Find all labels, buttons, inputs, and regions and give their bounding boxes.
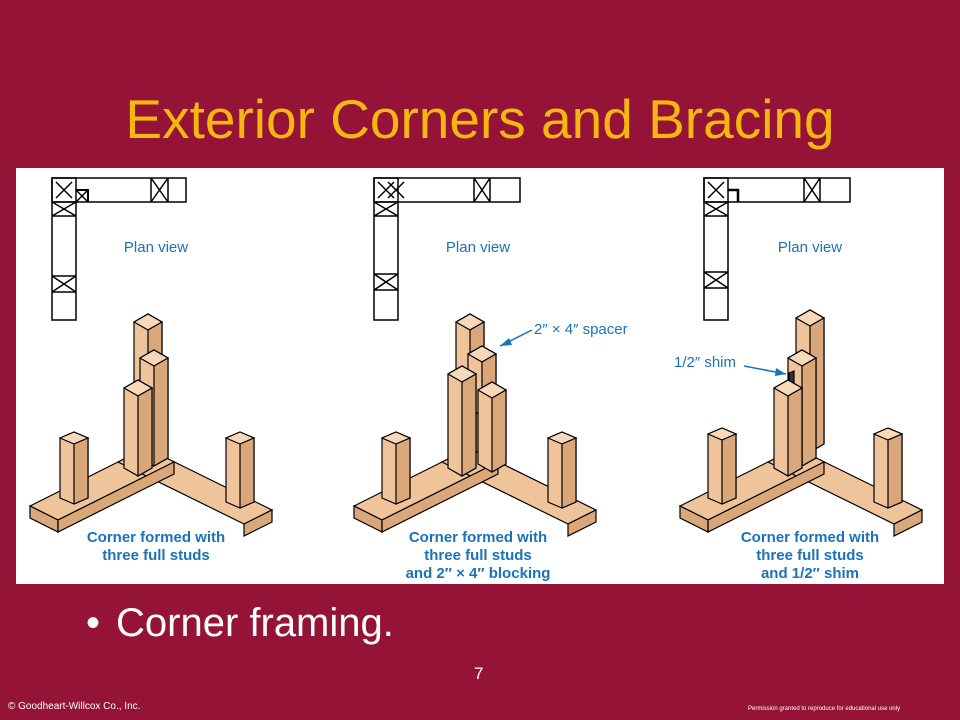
caption-3-line-2: three full studs: [756, 547, 864, 564]
slide-number: 7: [474, 664, 484, 683]
corner-framing-diagram: Plan view: [28, 177, 924, 582]
bullet-text: Corner framing.: [116, 601, 394, 645]
plan-view-1: [51, 177, 187, 321]
callout-shim-label: 1/2″ shim: [674, 354, 736, 371]
plan-view-3: [703, 177, 851, 321]
panel-three-studs-blocking: Plan view: [352, 177, 628, 582]
bullet-dot-icon: •: [86, 601, 101, 645]
panel-three-studs: Plan view: [28, 177, 274, 564]
caption-3-line-1: Corner formed with: [741, 529, 879, 546]
plan-view-label-1: Plan view: [124, 239, 188, 256]
panel-three-studs-shim: Plan view: [674, 177, 924, 582]
iso-framing-1: [28, 313, 274, 537]
callout-arrow-shim: [775, 368, 786, 376]
callout-spacer-label: 2″ × 4″ spacer: [534, 321, 628, 338]
plan-view-2: [373, 177, 521, 321]
caption-2-line-1: Corner formed with: [409, 529, 547, 546]
copyright-text: © Goodheart-Willcox Co., Inc.: [8, 701, 141, 712]
bullet-item: • Corner framing.: [86, 603, 394, 643]
plan-view-label-3: Plan view: [778, 239, 842, 256]
corner-framing-figure: Plan view: [16, 168, 944, 584]
caption-1-line-2: three full studs: [102, 547, 210, 564]
caption-1-line-1: Corner formed with: [87, 529, 225, 546]
caption-2-line-3: and 2″ × 4″ blocking: [406, 565, 551, 582]
plan-view-label-2: Plan view: [446, 239, 510, 256]
slide-title: Exterior Corners and Bracing: [125, 88, 835, 150]
iso-framing-2: [352, 313, 598, 537]
iso-framing-3: [678, 309, 924, 537]
callout-arrow-spacer: [500, 338, 512, 346]
caption-3-line-3: and 1/2″ shim: [761, 565, 859, 582]
permission-text: Permission granted to reproduce for educ…: [748, 706, 901, 712]
caption-2-line-2: three full studs: [424, 547, 532, 564]
